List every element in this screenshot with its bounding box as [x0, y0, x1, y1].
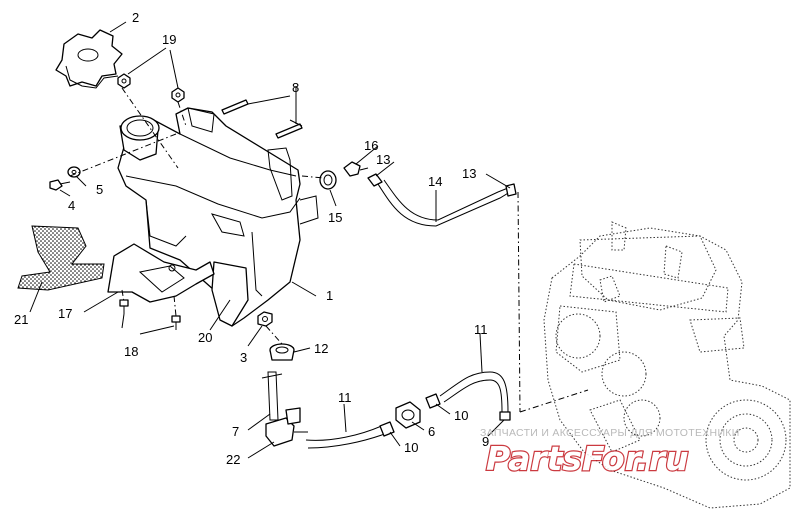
nut-3: [257, 311, 273, 327]
watermark-caption: ЗАПЧАСТИ И АКСЕССУАРЫ ДЛЯ МОТОТЕХНИКИ: [480, 427, 740, 439]
watermark-logo: PartsFor.ru: [486, 439, 689, 478]
washer-5: [67, 166, 81, 178]
callout-labels: 2 19 8 16 13 13 14 5 4 15 1 21 17 20 11 …: [14, 10, 489, 467]
nut-19b: [171, 87, 185, 103]
hose-11-lower: [305, 423, 391, 449]
callout-12: 12: [314, 341, 328, 356]
callout-22: 22: [226, 452, 240, 467]
callout-20: 20: [198, 330, 212, 345]
callout-7: 7: [232, 424, 239, 439]
filler-cap: [55, 29, 123, 89]
t-fitting-22: [265, 407, 308, 447]
callout-1: 1: [326, 288, 333, 303]
grommet-15: [319, 170, 337, 190]
oil-filter-6: [395, 401, 421, 429]
strap-8a: [221, 99, 249, 115]
oil-tank: [117, 107, 319, 327]
callout-19: 19: [162, 32, 176, 47]
mounting-bracket: [107, 243, 215, 303]
leaders: [29, 21, 511, 459]
callout-13-right: 13: [462, 166, 476, 181]
callout-2: 2: [132, 10, 139, 25]
bolt-4: [49, 179, 71, 191]
engine: [543, 221, 791, 509]
nut-19a: [117, 73, 131, 89]
clamp-13a: [367, 173, 383, 187]
hose-14: [377, 179, 511, 227]
callout-6: 6: [428, 424, 435, 439]
callout-13-left: 13: [376, 152, 390, 167]
hose-11-upper: [439, 371, 511, 421]
level-sensor-7: [261, 371, 283, 421]
callout-11-upper: 11: [474, 322, 488, 337]
callout-11-lower: 11: [338, 390, 352, 405]
callout-8: 8: [292, 80, 299, 95]
screw-18a: [119, 299, 129, 314]
tank-side-bracket: [211, 261, 249, 327]
grommet-12: [269, 343, 295, 361]
clamp-13b: [505, 183, 517, 197]
callout-18: 18: [124, 344, 138, 359]
screw-18b: [171, 315, 181, 330]
callout-10-left: 10: [404, 440, 418, 455]
callout-4: 4: [68, 198, 75, 213]
heat-shield: [17, 225, 105, 291]
elbow-fitting-16: [343, 161, 369, 177]
callout-15: 15: [328, 210, 342, 225]
callout-10-right: 10: [454, 408, 468, 423]
strap-8b: [275, 123, 303, 139]
callout-17: 17: [58, 306, 72, 321]
callout-9: 9: [482, 434, 489, 449]
callout-16: 16: [364, 138, 378, 153]
callout-5: 5: [96, 182, 103, 197]
callout-14: 14: [428, 174, 442, 189]
watermark: ЗАПЧАСТИ И АКСЕССУАРЫ ДЛЯ МОТОТЕХНИКИ Pa…: [480, 427, 740, 479]
callout-3: 3: [240, 350, 247, 365]
callout-21: 21: [14, 312, 28, 327]
